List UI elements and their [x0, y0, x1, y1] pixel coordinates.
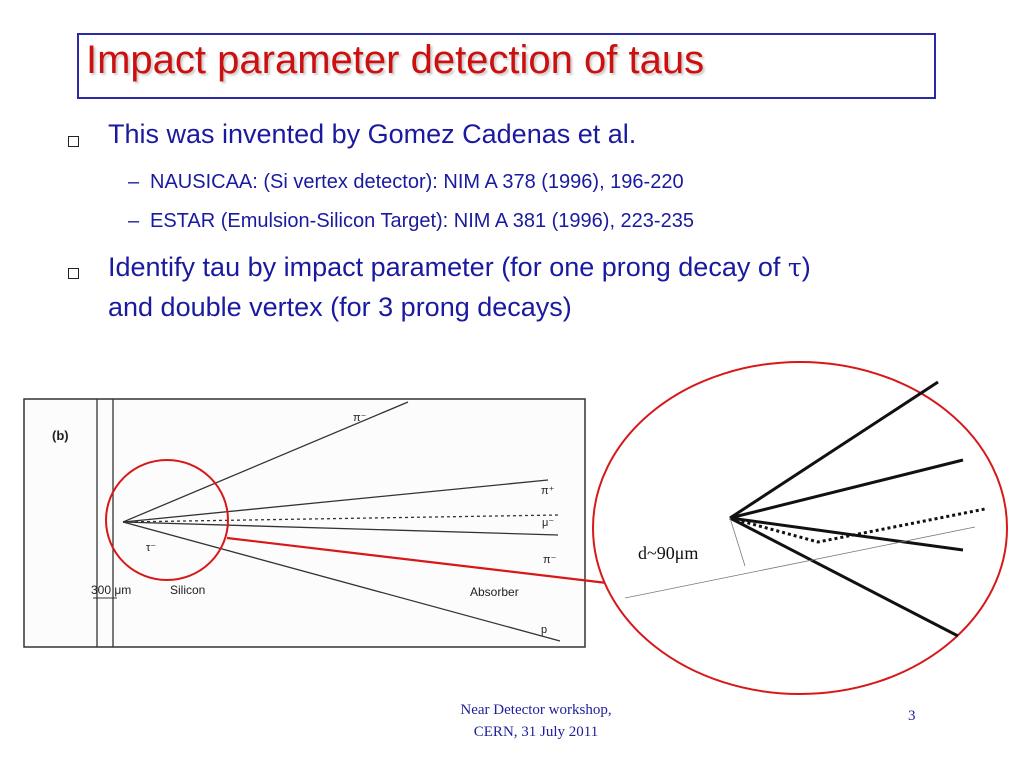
track-pi-minus-top: [122, 401, 409, 523]
track-pi-minus-low: [122, 521, 559, 536]
bullet-marker: [68, 136, 79, 147]
label-mu-minus: μ⁻: [542, 517, 554, 529]
zoom-connector: [226, 536, 608, 585]
track-pi-plus: [122, 479, 549, 523]
bullet-text-part: ): [801, 252, 811, 282]
zoom-track-1: [729, 380, 939, 520]
zoom-track-dotted: [729, 507, 986, 544]
zoom-view: d~90μm: [592, 361, 1008, 695]
slide-title: Impact parameter detection of taus: [86, 38, 705, 82]
impact-parameter-baseline: [624, 526, 976, 599]
label-pi-minus-top: π⁻: [353, 412, 367, 424]
track-proton: [122, 521, 561, 642]
track-mu-dashed: [122, 514, 559, 523]
highlight-circle: [105, 459, 229, 581]
label-silicon: Silicon: [170, 583, 205, 597]
zoom-track-4: [729, 516, 959, 638]
page-number: 3: [908, 708, 916, 724]
footer-line-2: CERN, 31 July 2011: [473, 724, 599, 740]
title-frame: [77, 33, 936, 99]
sub-bullet-dash: –: [128, 171, 140, 193]
bullet-text: Identify tau by impact parameter (for on…: [108, 252, 811, 283]
footer-line-1: Near Detector workshop,: [460, 702, 612, 718]
impact-parameter-label: d~90μm: [638, 543, 698, 563]
label-pi-plus: π⁺: [541, 485, 555, 497]
label-proton: p: [541, 624, 547, 636]
panel-label: (b): [52, 428, 69, 443]
zoom-track-3: [729, 516, 964, 552]
sub-bullet-dash: –: [128, 210, 140, 232]
tau-symbol: τ: [787, 253, 802, 282]
diagram-frame: [23, 398, 586, 648]
bullet-text-part: Identify tau by impact parameter (for on…: [108, 252, 788, 282]
impact-parameter-line: [729, 517, 746, 567]
bullet-marker: [68, 268, 79, 279]
zoom-track-2: [729, 458, 964, 520]
bullet-text: This was invented by Gomez Cadenas et al…: [108, 119, 637, 149]
label-pi-minus-low: π⁻: [543, 554, 557, 566]
bullet-text-continued: and double vertex (for 3 prong decays): [108, 292, 572, 322]
label-tau-minus: τ⁻: [146, 542, 156, 554]
label-silicon-thickness: 300 μm: [91, 583, 131, 597]
scanned-diagram: (b) π⁻ π⁺ μ⁻ π⁻ τ⁻ p 300 μm Silicon Abso…: [23, 398, 586, 648]
sub-bullet-text: ESTAR (Emulsion-Silicon Target): NIM A 3…: [150, 210, 694, 232]
sub-bullet-text: NAUSICAA: (Si vertex detector): NIM A 37…: [150, 171, 684, 193]
label-absorber: Absorber: [470, 585, 519, 599]
footer: Near Detector workshop, CERN, 31 July 20…: [396, 699, 676, 743]
